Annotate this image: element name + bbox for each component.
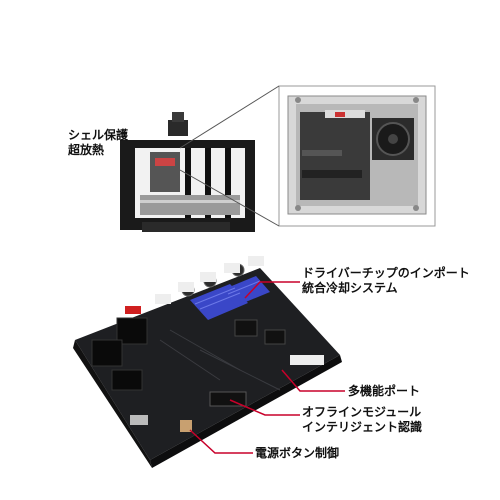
driver-chip-label-line1: ドライバーチップのインポート (302, 266, 470, 280)
shell-label-line1: シェル保護 (68, 128, 129, 142)
power-button-label: 電源ボタン制御 (255, 446, 340, 460)
pointer-line-multi-port (281, 369, 345, 392)
zoom-box-shell (278, 85, 436, 227)
pointer-line-power-button (189, 429, 253, 454)
offline-module-label-line2: インテリジェント認識 (302, 420, 423, 434)
zoom-connector-top (179, 85, 280, 149)
offline-module-label: オフラインモジュール インテリジェント認識 (302, 405, 422, 435)
zoom-connector-bottom (179, 169, 280, 227)
shell-label-line2: 超放熱 (68, 143, 105, 157)
multi-port-label: 多機能ポート (348, 384, 421, 398)
pointer-line-driver-chip (244, 281, 300, 299)
driver-chip-label-line2: 統合冷却システム (302, 281, 398, 295)
pointer-line-offline-module (229, 399, 300, 416)
cnc-machine (120, 112, 255, 232)
offline-module-label-line1: オフラインモジュール (302, 405, 422, 419)
shell-label: シェル保護 超放熱 (68, 128, 128, 158)
driver-chip-label: ドライバーチップのインポート 統合冷却システム (302, 266, 470, 296)
